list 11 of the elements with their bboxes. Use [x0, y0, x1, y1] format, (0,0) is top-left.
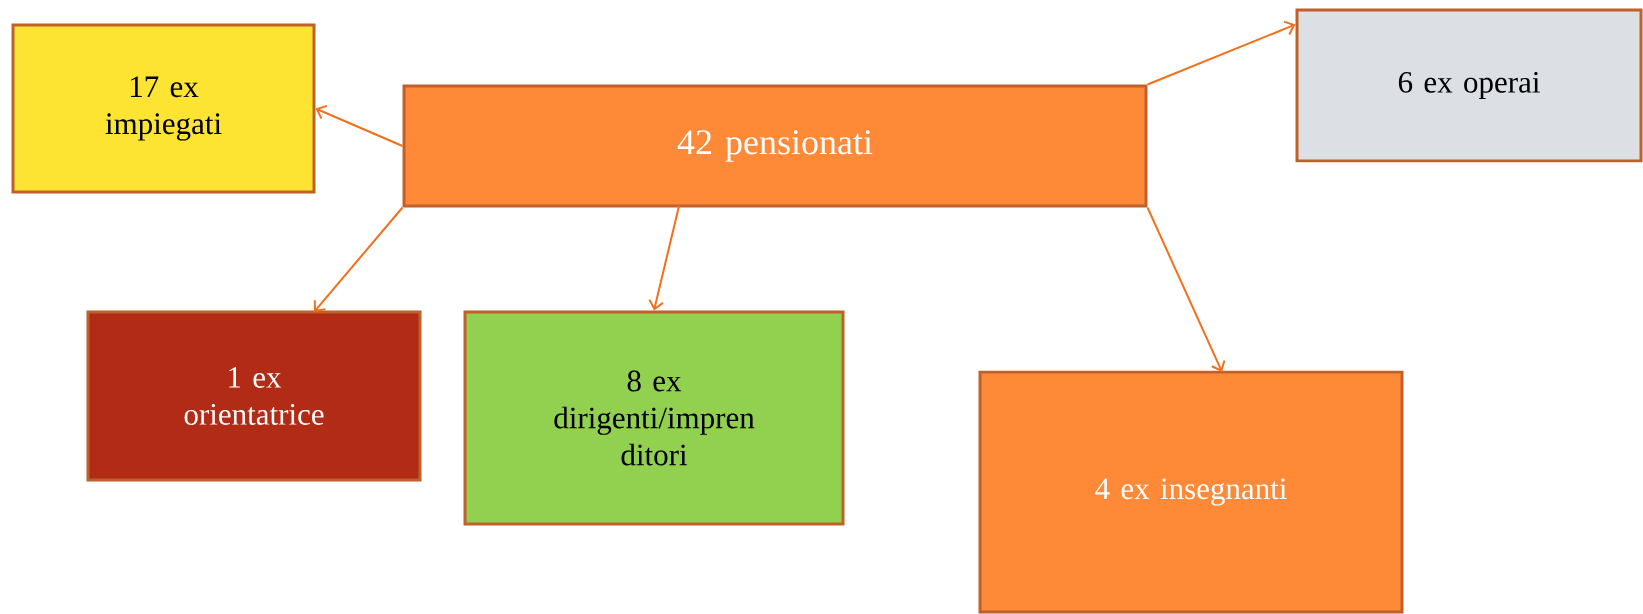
arrow: [1146, 206, 1226, 372]
box: 42 pensionati: [402, 84, 1148, 208]
box: 8 ex dirigenti/impren ditori: [463, 310, 845, 526]
box: 6 ex operai: [1295, 8, 1643, 163]
arrow: [1146, 20, 1296, 86]
box: 4 ex insegnanti: [978, 370, 1404, 614]
arrow: [315, 104, 404, 147]
box: 17 ex impiegati: [11, 23, 316, 194]
arrow: [648, 205, 680, 311]
box: 1 ex orientatrice: [86, 310, 422, 482]
arrow: [313, 206, 404, 312]
